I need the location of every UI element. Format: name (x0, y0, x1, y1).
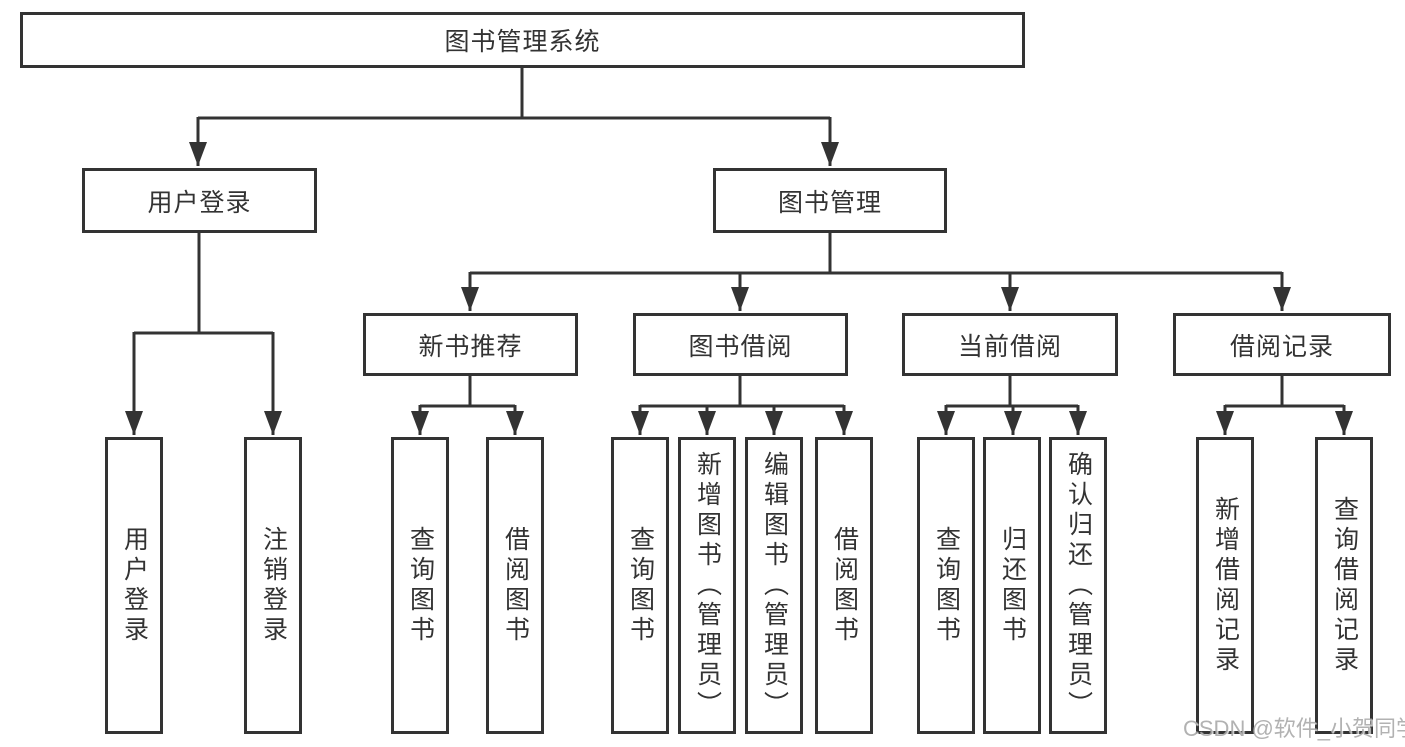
node-book-borrowing: 图书借阅 (633, 313, 848, 376)
edges-book-management-children (461, 233, 1291, 311)
edges-new-book-recommend-children (411, 376, 524, 435)
node-label: 借阅图书 (830, 525, 859, 646)
node-label: 查询借阅记录 (1330, 495, 1359, 676)
node-logout: 注销登录 (244, 437, 302, 734)
node-label: 新增图书（管理员） (693, 450, 722, 721)
node-query-books-borrowing: 查询图书 (611, 437, 669, 734)
node-label: 查询图书 (626, 525, 655, 646)
node-label: 图书管理系统 (444, 28, 601, 56)
edges-current-borrowing-children (937, 376, 1087, 435)
node-label: 确认归还（管理员） (1064, 450, 1093, 721)
node-add-books-admin: 新增图书（管理员） (678, 437, 736, 734)
edges-borrowing-records-children (1216, 376, 1353, 435)
node-label: 编辑图书（管理员） (760, 450, 789, 721)
node-book-management: 图书管理 (713, 168, 947, 233)
node-new-book-recommend: 新书推荐 (363, 313, 578, 376)
node-query-books-current: 查询图书 (917, 437, 975, 734)
node-label: 用户登录 (147, 188, 252, 217)
csdn-watermark: CSDN @软件_小贺同学 (1183, 716, 1405, 741)
node-label: 图书借阅 (688, 332, 793, 361)
node-label: 查询图书 (932, 525, 961, 646)
node-label: 归还图书 (998, 525, 1027, 646)
node-label: 新书推荐 (418, 332, 523, 361)
node-label: 图书管理 (777, 188, 882, 217)
node-library-system: 图书管理系统 (20, 12, 1025, 68)
node-confirm-return-admin: 确认归还（管理员） (1049, 437, 1107, 734)
node-label: 借阅记录 (1229, 332, 1334, 361)
node-label: 用户登录 (120, 525, 149, 646)
node-user-login-leaf: 用户登录 (105, 437, 163, 734)
edges-user-login-children (125, 233, 282, 435)
node-label: 借阅图书 (501, 525, 530, 646)
node-user-login: 用户登录 (82, 168, 317, 233)
edges-book-borrowing-children (631, 376, 853, 435)
node-borrowing-records: 借阅记录 (1173, 313, 1391, 376)
edges-root-to-level2 (189, 68, 839, 166)
node-label: 注销登录 (259, 525, 288, 646)
node-query-borrow-record: 查询借阅记录 (1315, 437, 1373, 734)
node-current-borrowing: 当前借阅 (902, 313, 1118, 376)
node-query-books-recommend: 查询图书 (391, 437, 449, 734)
node-borrow-books-recommend: 借阅图书 (486, 437, 544, 734)
node-add-borrow-record: 新增借阅记录 (1196, 437, 1254, 734)
node-borrow-books-borrowing: 借阅图书 (815, 437, 873, 734)
node-edit-books-admin: 编辑图书（管理员） (745, 437, 803, 734)
node-label: 查询图书 (406, 525, 435, 646)
node-return-books: 归还图书 (983, 437, 1041, 734)
node-label: 当前借阅 (957, 332, 1062, 361)
node-label: 新增借阅记录 (1211, 495, 1240, 676)
